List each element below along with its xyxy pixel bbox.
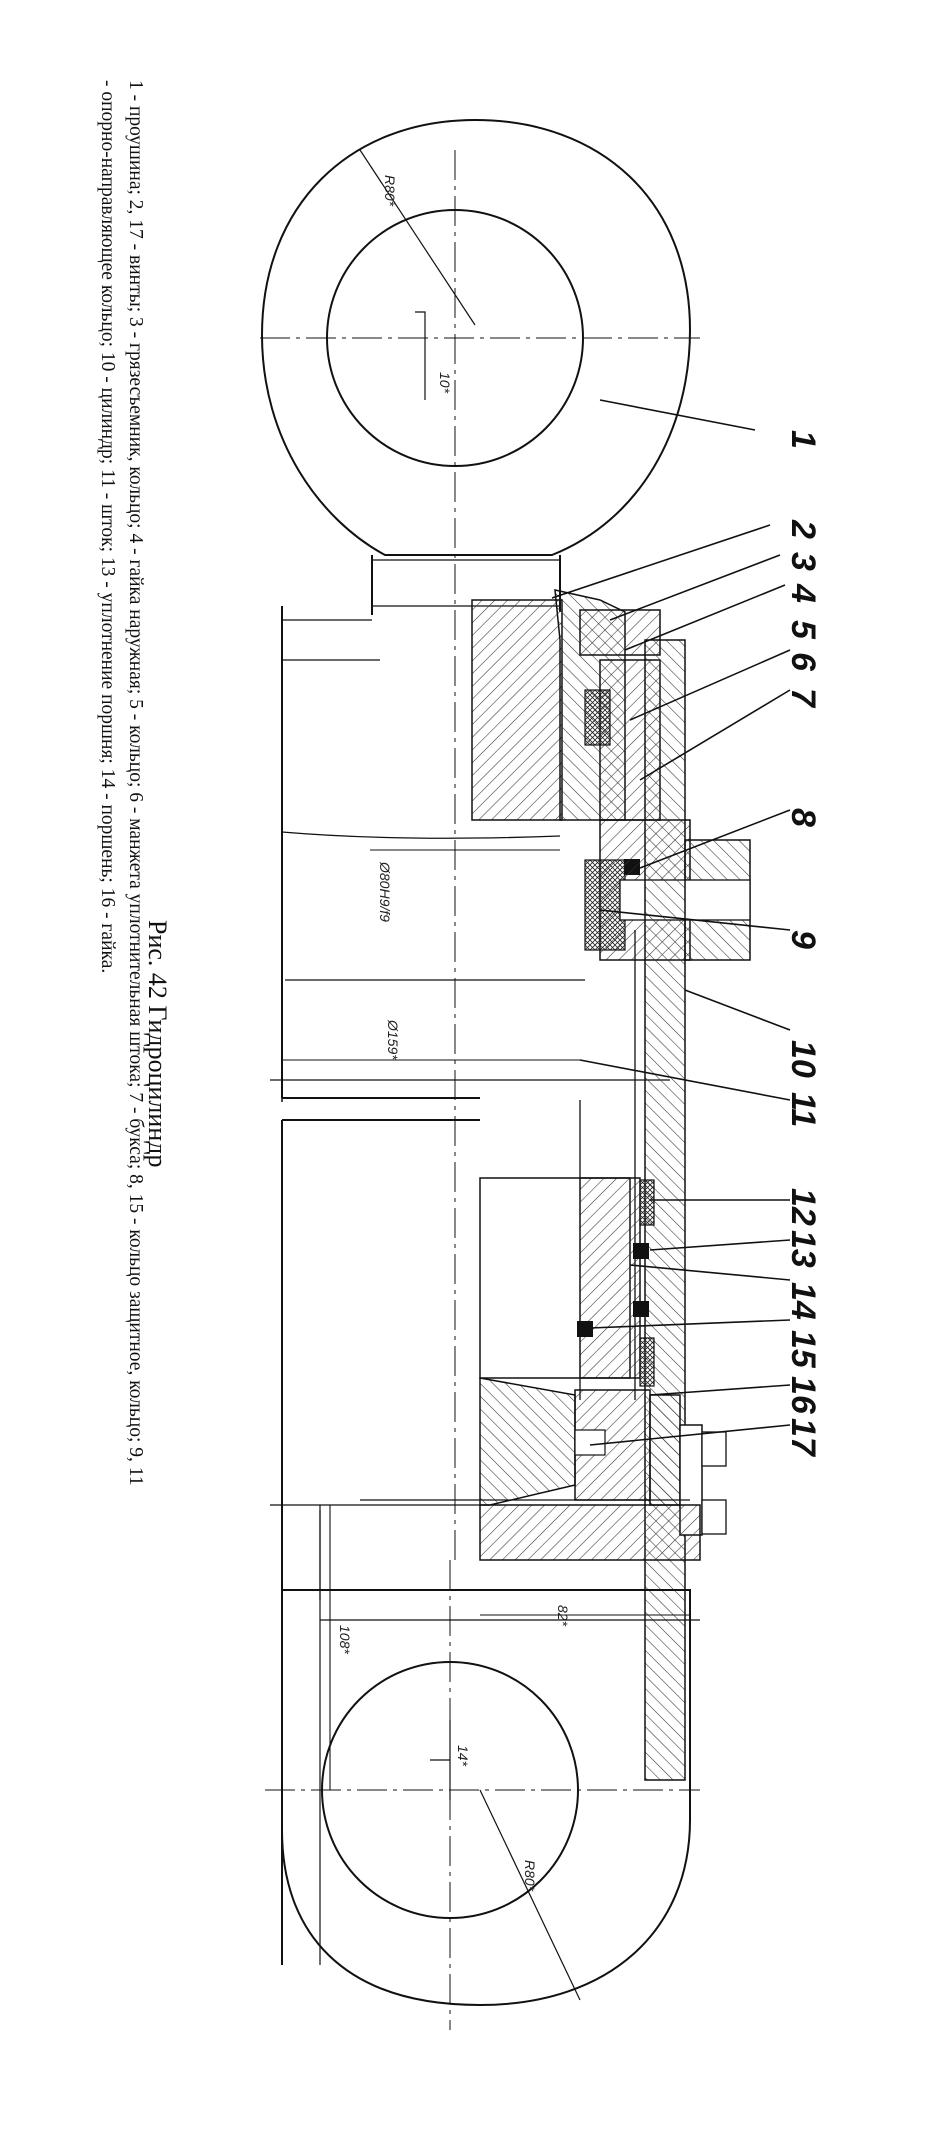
callout-7: 7 xyxy=(784,688,822,709)
dim-82: 82* xyxy=(555,1605,571,1627)
callout-8: 8 xyxy=(784,808,822,827)
callout-16: 16 xyxy=(784,1376,822,1415)
callout-11: 11 xyxy=(784,1092,822,1127)
callout-17: 17 xyxy=(784,1418,822,1458)
legend-line-2: - опорно-направляющее кольцо; 10 - цилин… xyxy=(97,80,118,974)
callout-6: 6 xyxy=(784,652,822,672)
callout-5: 5 xyxy=(784,620,822,640)
bottom-eye xyxy=(265,1560,700,2030)
dim-outer: Ø159* xyxy=(385,1019,401,1060)
dim-offset-14: 14* xyxy=(455,1745,471,1767)
leader-lines xyxy=(551,399,791,1446)
piston xyxy=(479,1177,655,1387)
callout-15: 15 xyxy=(784,1330,822,1369)
callout-14: 14 xyxy=(784,1282,822,1320)
callout-1: 1 xyxy=(784,430,822,449)
dim-r80-bottom: R80* xyxy=(522,1860,538,1892)
dim-offset-10: 10* xyxy=(437,372,453,394)
callout-12: 12 xyxy=(784,1188,822,1226)
callout-9: 9 xyxy=(784,930,822,949)
dimension-lines xyxy=(282,849,690,1790)
callout-2: 2 xyxy=(784,519,822,539)
figure-title: Рис. 42 Гидроцилиндр xyxy=(143,920,172,1168)
bottom-head xyxy=(270,1377,727,1965)
callout-3: 3 xyxy=(784,552,822,571)
callout-13: 13 xyxy=(784,1230,822,1268)
dim-r80-top: R80* xyxy=(382,175,398,207)
dim-bore: Ø80H9/f9 xyxy=(377,861,393,922)
legend-line-1: 1 - проушина; 2, 17 - винты; 3 - грязесъ… xyxy=(125,80,146,1486)
callout-4: 4 xyxy=(784,583,822,603)
callout-10: 10 xyxy=(784,1040,822,1078)
dim-108: 108* xyxy=(337,1625,353,1654)
rod xyxy=(270,599,670,1099)
top-eye xyxy=(260,118,700,840)
